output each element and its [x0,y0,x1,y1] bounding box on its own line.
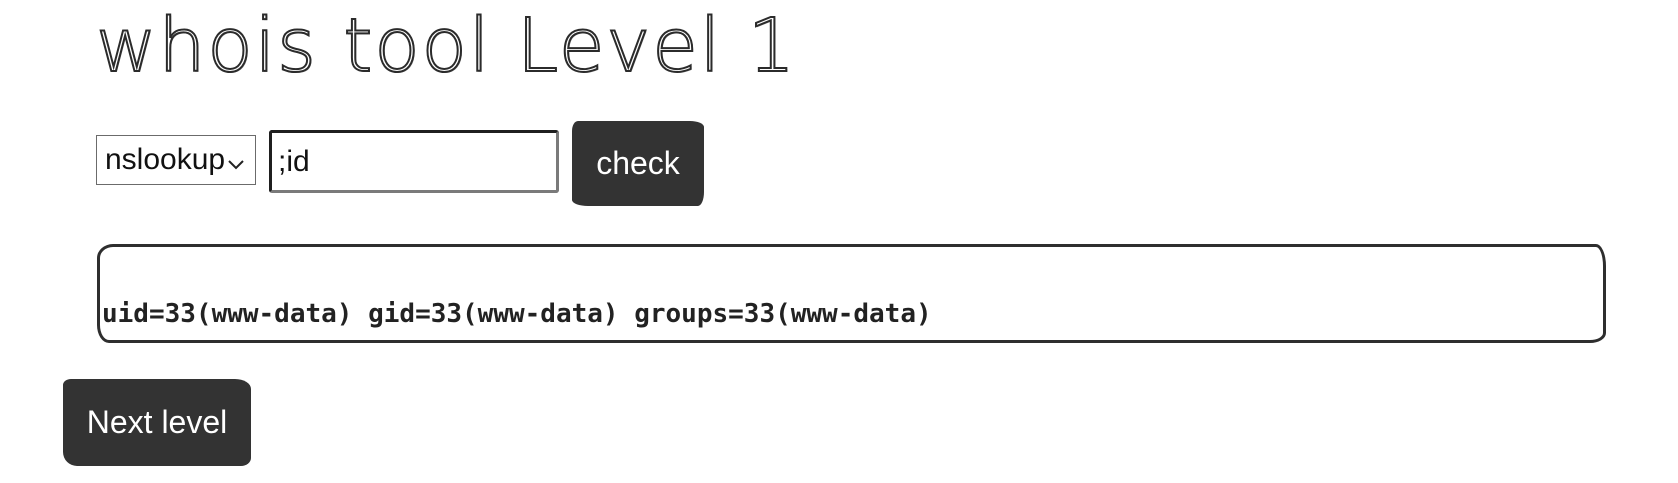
command-output-text: uid=33(www-data) gid=33(www-data) groups… [102,299,932,329]
command-output-box: uid=33(www-data) gid=33(www-data) groups… [97,244,1606,343]
chevron-down-icon [225,149,247,171]
command-input[interactable] [269,130,559,193]
page-title: whois tool Level 1 [95,2,797,90]
tool-select-value: nslookup [105,143,226,176]
tool-select[interactable]: nslookup [96,135,256,185]
check-button[interactable]: check [572,121,704,206]
next-level-button[interactable]: Next level [63,379,251,466]
